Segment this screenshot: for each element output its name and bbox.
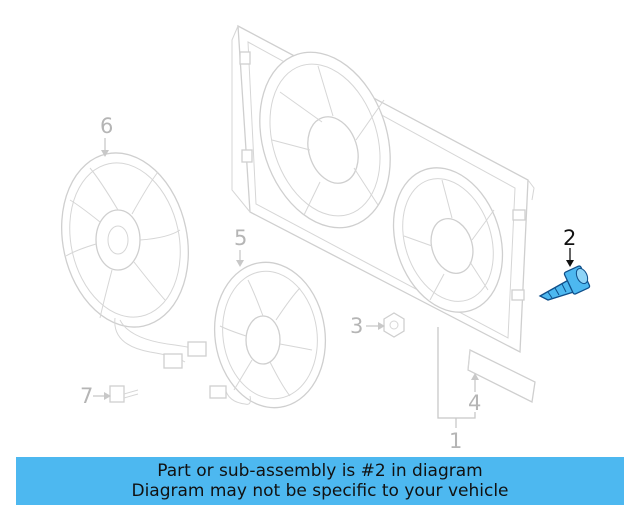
fan-shroud-part-1 [231, 24, 535, 354]
callout-6: 6 [100, 114, 113, 138]
caption-line-1: Part or sub-assembly is #2 in diagram [157, 461, 483, 481]
callout-1: 1 [449, 429, 462, 453]
caption-line-2: Diagram may not be specific to your vehi… [131, 481, 509, 501]
leader-lines [93, 138, 574, 428]
callout-7: 7 [80, 384, 93, 408]
callout-5: 5 [234, 226, 247, 250]
callout-3: 3 [350, 314, 363, 338]
cooling-fan-part-6 [61, 152, 207, 369]
caption-banner: Part or sub-assembly is #2 in diagram Di… [16, 457, 624, 505]
callout-4: 4 [468, 391, 481, 415]
bracket-part-4 [467, 349, 536, 403]
nut-part-3 [383, 312, 405, 338]
highlighted-bolt-part-2 [538, 265, 591, 301]
cooling-fan-part-5 [209, 261, 327, 409]
callout-2: 2 [563, 226, 576, 250]
screw-part-7 [109, 385, 139, 403]
